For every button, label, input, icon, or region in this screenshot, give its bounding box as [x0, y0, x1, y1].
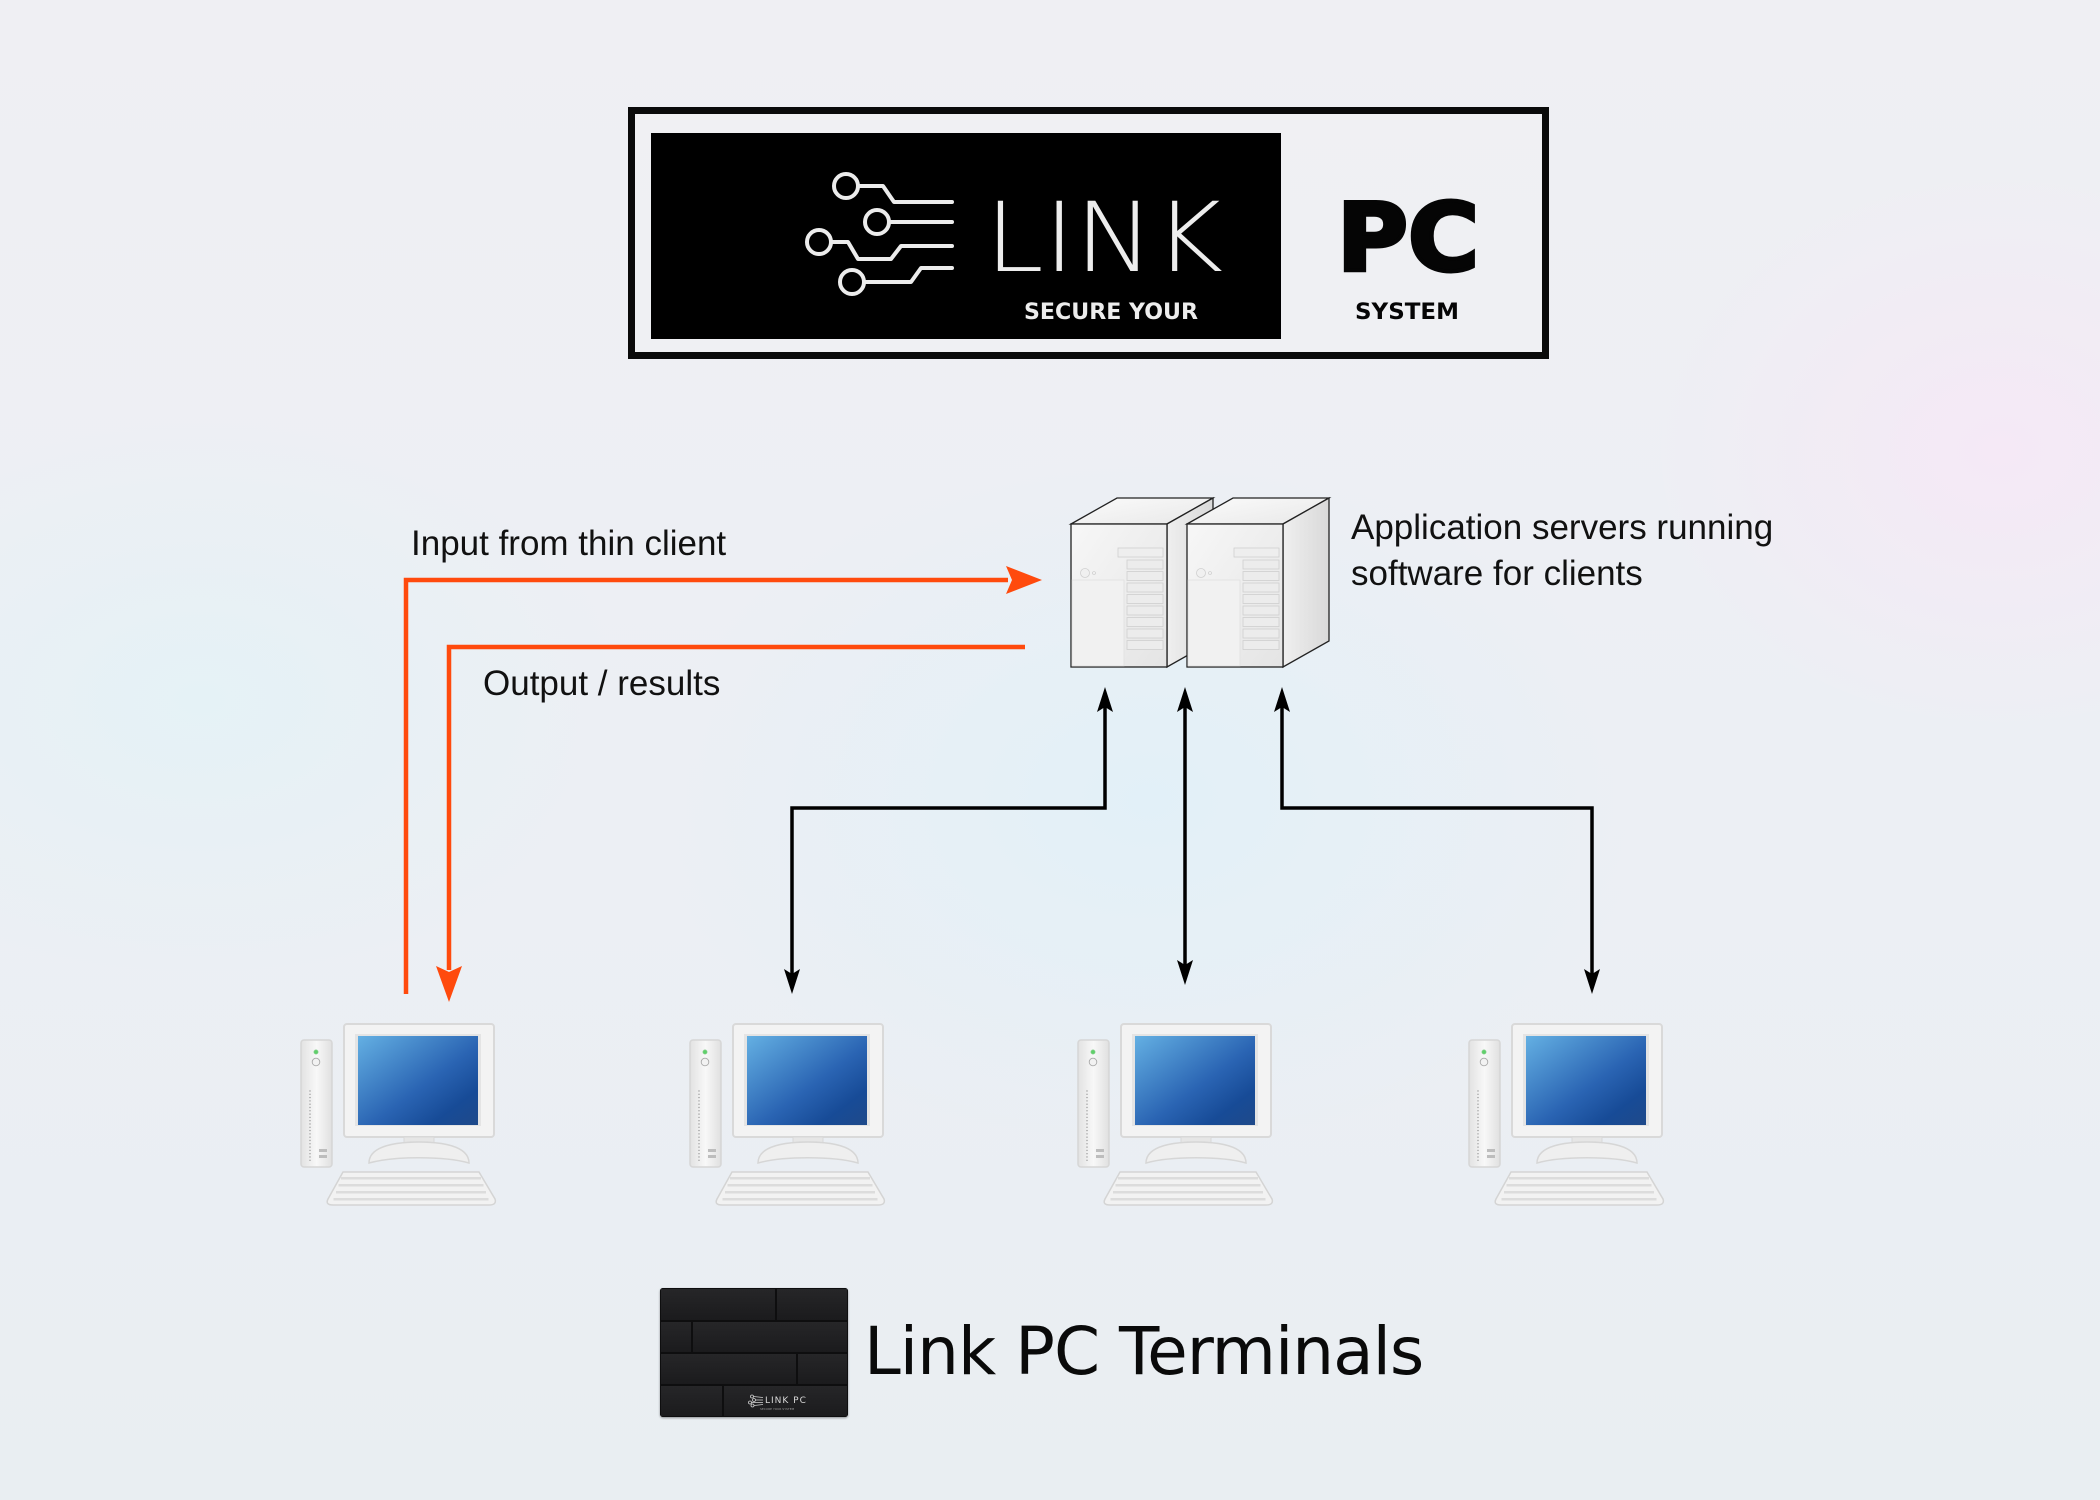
circuit-traces-icon: [805, 172, 954, 296]
logo-tagline-left: SECURE YOUR: [1024, 300, 1198, 325]
application-server-icon: [1184, 496, 1332, 669]
connection-arrow-client-2: [790, 702, 1107, 980]
keyboard: [1494, 1171, 1665, 1206]
logo-product-word: PC: [1337, 184, 1479, 293]
keyboard: [326, 1171, 497, 1206]
monitor-screen: [747, 1036, 867, 1125]
servers-label-line1: Application servers running: [1351, 508, 1774, 547]
keyboard: [1103, 1171, 1274, 1206]
client-computer-icon: [1077, 1023, 1274, 1206]
logo-tagline-right: SYSTEM: [1355, 300, 1459, 325]
monitor-screen: [358, 1036, 478, 1125]
keyboard: [715, 1171, 886, 1206]
terminal-circuit-icon: [748, 1394, 764, 1408]
output-arrowhead: [436, 966, 462, 1002]
output-arrow: [436, 644, 1025, 1002]
input-arrowhead: [1006, 566, 1042, 594]
client-computer-icon: [1468, 1023, 1665, 1206]
connection-arrowhead-down: [1177, 960, 1193, 985]
client-computer-icon: [689, 1023, 886, 1206]
client-computer-icon: [300, 1023, 497, 1206]
servers-label-line2: software for clients: [1351, 554, 1643, 593]
connection-arrow-client-4: [1280, 702, 1594, 980]
terminal-device-subbadge: SECURE YOUR SYSTEM: [760, 1407, 795, 1411]
link-pc-terminal-device: LINK PC SECURE YOUR SYSTEM: [660, 1288, 848, 1417]
connection-arrowhead-up: [1097, 687, 1113, 712]
terminal-device-badge: LINK PC: [765, 1396, 807, 1406]
output-label: Output / results: [483, 664, 721, 703]
connection-arrowhead-down: [1584, 969, 1600, 994]
monitor-screen: [1526, 1036, 1646, 1125]
connection-arrowhead-down: [784, 969, 800, 994]
terminals-label: Link PC Terminals: [864, 1313, 1424, 1390]
input-label: Input from thin client: [411, 524, 727, 563]
connection-arrowhead-up: [1274, 687, 1290, 712]
monitor-screen: [1135, 1036, 1255, 1125]
logo-brand-word: LINK: [985, 182, 1223, 294]
connection-arrowhead-up: [1177, 687, 1193, 712]
input-arrow: [403, 566, 1042, 994]
logo-black-panel: [651, 133, 1281, 339]
